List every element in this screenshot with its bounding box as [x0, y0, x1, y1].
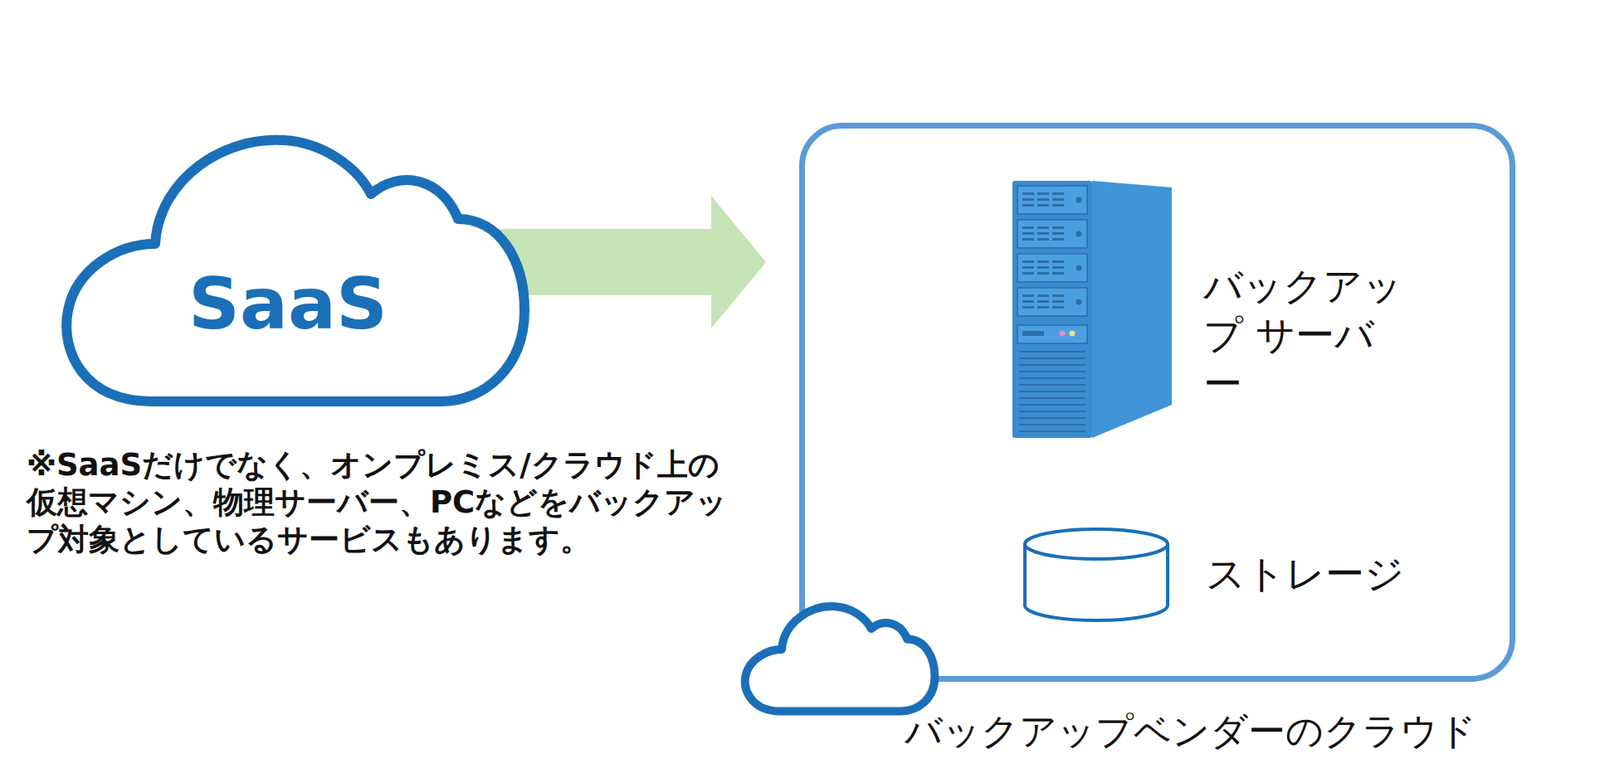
cloud-icon [738, 601, 938, 718]
storage-cylinder [1021, 526, 1171, 626]
note-text: ※SaaSだけでなく、オンプレミス/クラウド上の仮想マシン、物理サーバー、PCな… [26, 446, 732, 559]
node-title: SaaS [151, 264, 425, 344]
cloud-region: バックアップベンダーのクラウド バックアップ サーバー ストレージ [799, 122, 1516, 683]
storage-label: ストレージ [1205, 551, 1405, 598]
saas-node: SaaS [51, 127, 532, 409]
server-illustration [1010, 179, 1175, 440]
server-node: バックアップ サーバー [1010, 179, 1418, 440]
storage-node: ストレージ [1021, 526, 1411, 626]
region-caption: バックアップベンダーのクラウド [904, 709, 1477, 755]
server-label: バックアップ サーバー [1203, 262, 1411, 409]
